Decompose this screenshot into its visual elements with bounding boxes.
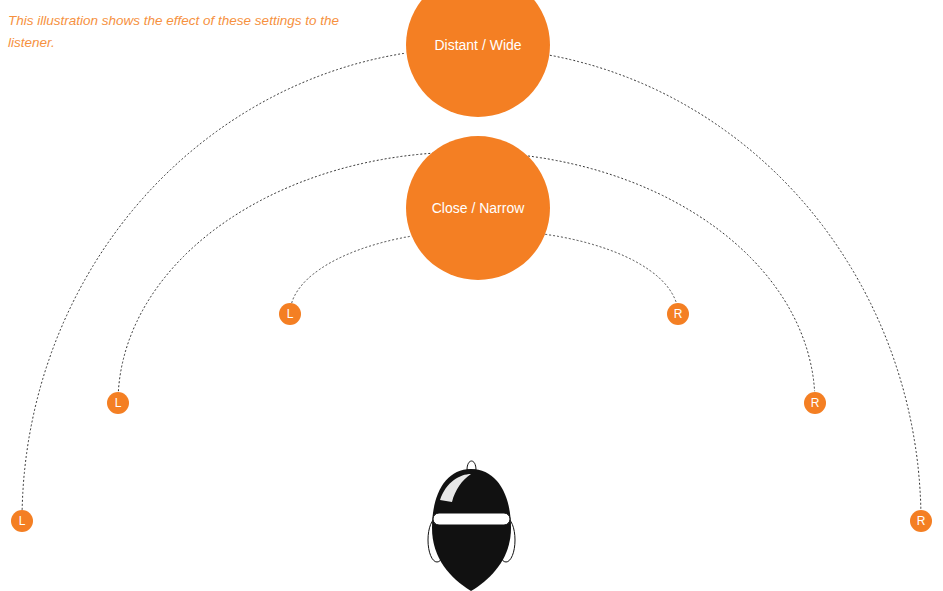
speaker-marker: R (804, 392, 826, 414)
channel-label: R (674, 308, 683, 320)
right-ear (497, 518, 515, 562)
speaker-marker: L (107, 392, 129, 414)
channel-label: R (917, 515, 926, 527)
hair-tuft (467, 461, 476, 470)
speaker-marker: R (910, 510, 932, 532)
left-ear (428, 518, 446, 562)
dashed-arc (22, 53, 406, 510)
channel-label: L (19, 515, 26, 527)
dashed-arc (292, 236, 412, 303)
channel-label: R (811, 397, 820, 409)
speaker-marker: L (11, 510, 33, 532)
setting-circle: Distant / Wide (406, 0, 550, 117)
dashed-arc (545, 234, 676, 303)
speaker-marker: R (667, 303, 689, 325)
headband (433, 513, 510, 525)
speaker-marker: L (279, 303, 301, 325)
dashed-arc (550, 55, 921, 510)
channel-label: L (287, 308, 294, 320)
setting-label: Distant / Wide (434, 36, 521, 54)
channel-label: L (115, 397, 122, 409)
hair-highlight (440, 474, 471, 502)
listener-head (432, 469, 511, 591)
caption-text: This illustration shows the effect of th… (8, 10, 353, 54)
setting-label: Close / Narrow (432, 199, 525, 217)
setting-circle: Close / Narrow (406, 136, 550, 280)
